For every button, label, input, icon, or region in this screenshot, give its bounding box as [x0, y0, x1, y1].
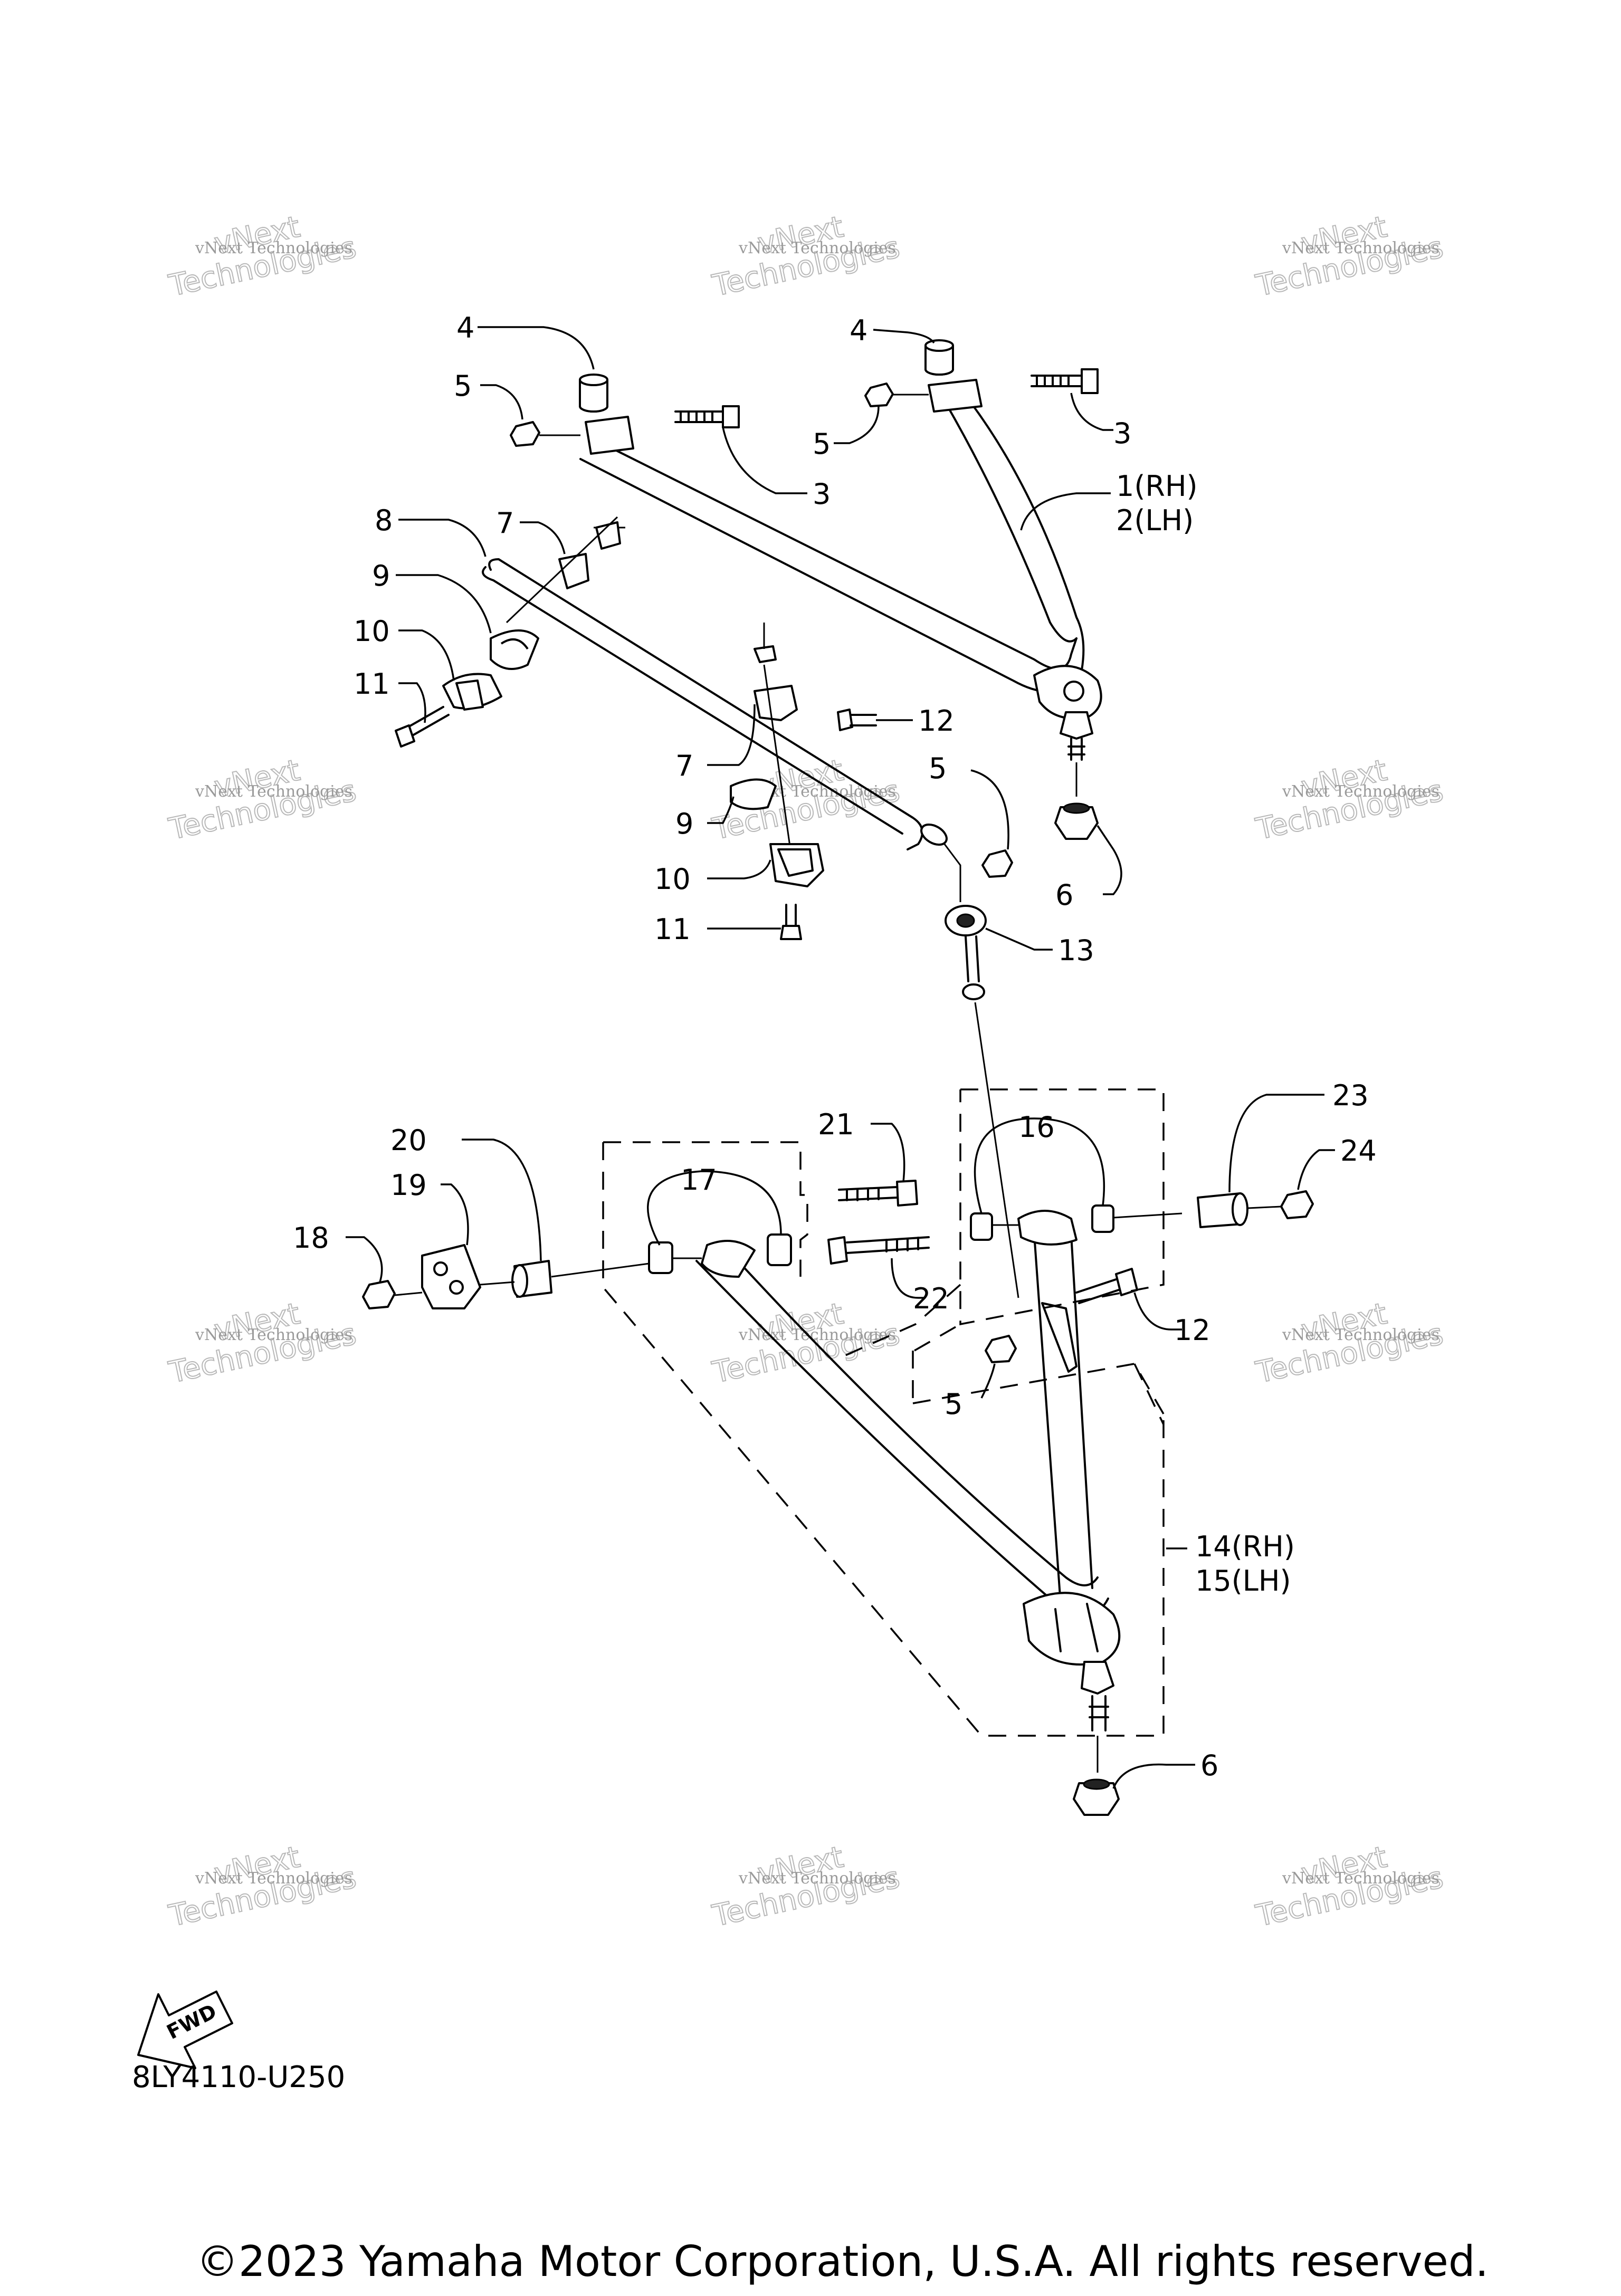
nut-24 — [1247, 1190, 1314, 1219]
bolt-12-upper — [837, 709, 877, 731]
nut-18 — [362, 1280, 423, 1309]
watermarks: Technologies vNext vNext Technologies Te… — [165, 209, 1446, 1934]
nut-5-upper-left — [510, 421, 580, 447]
callout-3: 3 — [813, 477, 831, 511]
callout-4: 4 — [456, 311, 474, 345]
callout-13: 13 — [1058, 934, 1094, 967]
callout-4: 4 — [850, 314, 867, 347]
callout-22: 22 — [913, 1282, 949, 1315]
bracket-19 — [421, 1244, 515, 1309]
spacer-20 — [511, 1260, 650, 1298]
watermark-text: vNext Technologies — [738, 1869, 896, 1888]
watermark-text: vNext Technologies — [195, 1869, 352, 1888]
callout-18: 18 — [293, 1221, 329, 1255]
callout-24: 24 — [1340, 1134, 1377, 1168]
callout-8: 8 — [375, 504, 393, 537]
copyright-notice: ©2023 Yamaha Motor Corporation, U.S.A. A… — [196, 2237, 1489, 2286]
bushing-17 — [648, 1233, 792, 1274]
watermark-text: vNext Technologies — [195, 782, 352, 801]
callout-6: 6 — [1055, 878, 1073, 912]
leader-lines — [346, 326, 1335, 1789]
bolt-3-left — [674, 405, 740, 428]
spacer-23 — [1197, 1192, 1248, 1228]
nut-5-stabilizer — [981, 849, 1013, 878]
callout-9: 9 — [372, 559, 390, 592]
upper-a-arm — [579, 379, 1102, 761]
callout-17: 17 — [681, 1163, 717, 1197]
callout-10: 10 — [354, 615, 390, 648]
callout-21: 21 — [818, 1108, 854, 1141]
callout-12: 12 — [918, 704, 955, 738]
callout-10: 10 — [654, 863, 691, 896]
callout-15: 15(LH) — [1195, 1564, 1291, 1597]
bushing-16 — [970, 1204, 1183, 1241]
callout-7: 7 — [496, 506, 514, 540]
callout-6: 6 — [1200, 1749, 1218, 1782]
lower-a-arm — [695, 1210, 1121, 1731]
nut-6-lower — [1073, 1736, 1120, 1816]
diagram-part-code: 8LY4110-U250 — [132, 2060, 346, 2094]
callout-19: 19 — [390, 1169, 427, 1202]
callout-5: 5 — [813, 427, 831, 461]
callout-11: 11 — [354, 667, 390, 701]
stabilizer-bar — [482, 558, 961, 902]
nut-5-upper-right — [864, 382, 929, 407]
watermark-text: vNext Technologies — [738, 239, 896, 257]
watermark-text: vNext Technologies — [1282, 1869, 1439, 1888]
callouts: 4 5 3 4 5 3 1(RH) 2(LH) 8 7 9 10 11 12 7… — [293, 311, 1377, 1782]
bolt-22 — [827, 1236, 930, 1265]
watermark-text: vNext Technologies — [1282, 1326, 1439, 1344]
callout-3: 3 — [1113, 417, 1131, 450]
bushing-4-right — [924, 339, 954, 376]
assembly-outlines — [602, 1088, 1165, 1737]
callout-20: 20 — [390, 1124, 427, 1157]
callout-5: 5 — [945, 1388, 962, 1421]
ball-joint-hole — [1063, 681, 1084, 702]
bushing-4-left — [579, 374, 608, 413]
callout-11: 11 — [654, 913, 691, 946]
bolt-3-right — [1031, 368, 1099, 394]
stabilizer-mount-middle — [730, 623, 824, 940]
callout-2: 2(LH) — [1116, 504, 1194, 537]
callout-16: 16 — [1018, 1111, 1055, 1144]
fwd-arrow-icon: FWD — [137, 1991, 233, 2069]
callout-12: 12 — [1174, 1314, 1210, 1347]
callout-14: 14(RH) — [1195, 1530, 1295, 1563]
watermark-text: vNext Technologies — [1282, 239, 1439, 257]
callout-23: 23 — [1332, 1079, 1369, 1112]
nut-6-upper — [1054, 762, 1099, 840]
callout-1: 1(RH) — [1116, 470, 1198, 503]
watermark-text: vNext Technologies — [195, 1326, 352, 1344]
callout-9: 9 — [675, 807, 693, 840]
callout-7: 7 — [675, 749, 693, 782]
nut-5-lower — [985, 1335, 1017, 1363]
bolt-12-lower — [1075, 1268, 1138, 1304]
bolt-21 — [838, 1180, 918, 1207]
stabilizer-link — [945, 905, 1019, 1298]
callout-5: 5 — [929, 752, 947, 785]
callout-5: 5 — [454, 369, 472, 403]
stabilizer-mount-left — [395, 516, 625, 748]
watermark-text: vNext Technologies — [195, 239, 352, 257]
watermark-text: vNext Technologies — [1282, 782, 1439, 801]
